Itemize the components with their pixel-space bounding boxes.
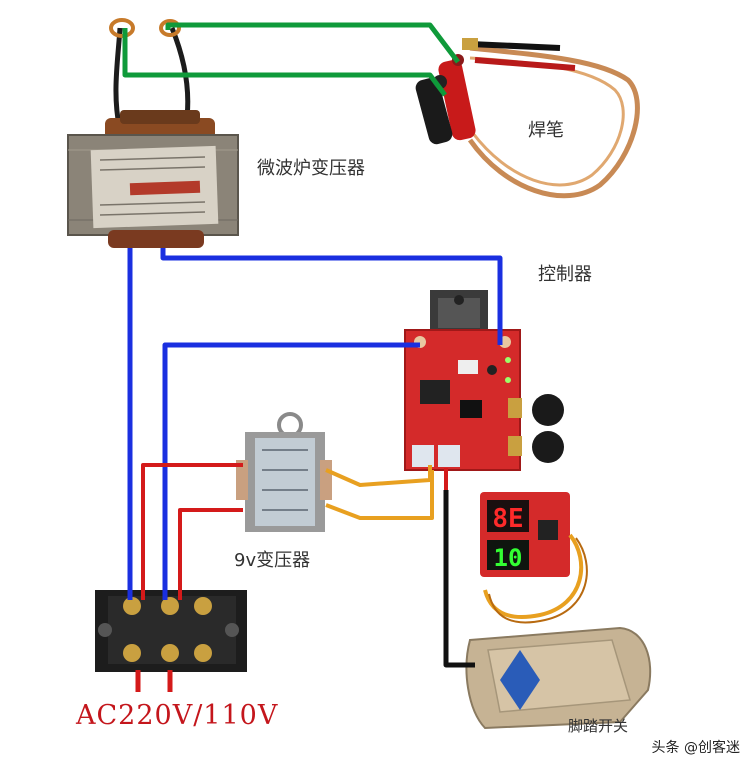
- label-mains-voltage: AC220V/110V: [76, 700, 279, 731]
- microwave-transformer: [67, 18, 239, 248]
- label-foot-switch: 脚踏开关: [568, 717, 629, 735]
- watermark: 头条 @创客迷: [651, 740, 740, 756]
- label-controller: 控制器: [538, 264, 592, 285]
- wires: [122, 22, 588, 692]
- label-weld-pen: 焊笔: [528, 120, 564, 141]
- display-top-digits: 8E: [492, 504, 523, 534]
- terminal-block: [95, 590, 247, 672]
- weld-pen: [415, 38, 640, 199]
- display-module: [480, 492, 570, 577]
- label-9v-transformer: 9v变压器: [234, 550, 311, 571]
- controller-board: [404, 290, 564, 471]
- transformer-9v: [236, 412, 332, 532]
- display-bottom-digits: 10: [494, 544, 523, 572]
- label-microwave-transformer: 微波炉变压器: [257, 158, 365, 179]
- foot-switch: [465, 626, 652, 730]
